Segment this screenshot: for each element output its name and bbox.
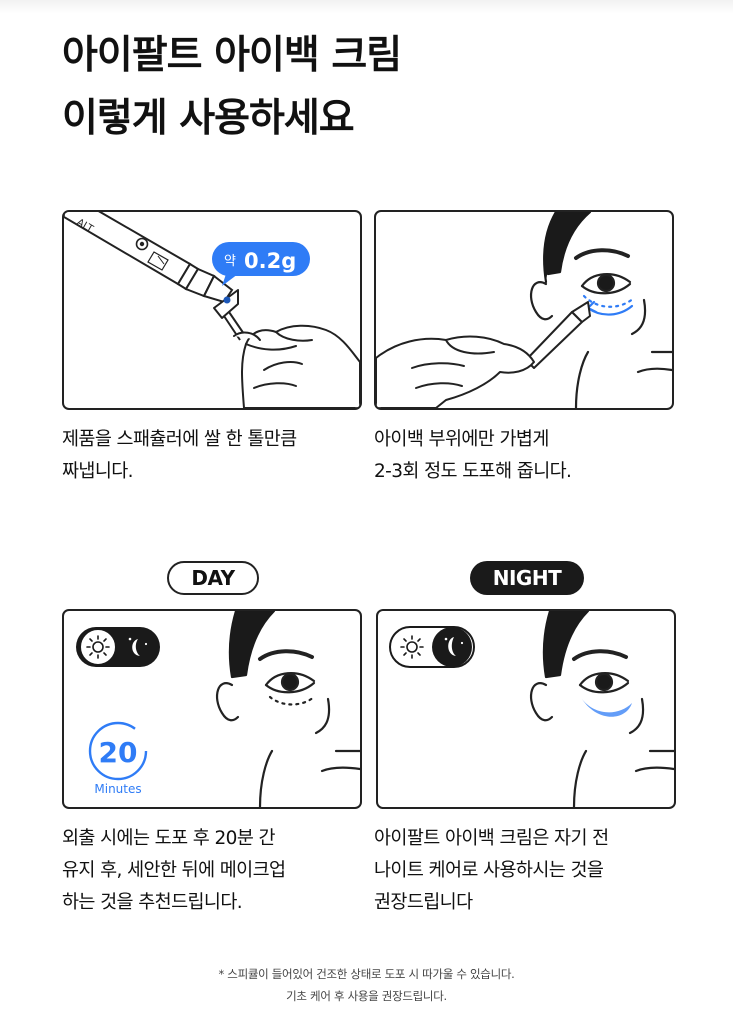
step1-desc-line1: 제품을 스패츌러에 쌀 한 톨만큼 <box>62 429 297 450</box>
sun-icon <box>400 635 424 659</box>
spatula-icon <box>213 289 245 341</box>
step3-desc-line1: 외출 시에는 도포 후 20분 간 <box>62 828 276 849</box>
step2-description: 아이백 부위에만 가볍게 2-3회 정도 도포해 줍니다. <box>374 424 572 488</box>
step1-desc-line2: 짜냅니다. <box>62 461 134 482</box>
footnote-line1: * 스피큘이 들어있어 건조한 상태로 도포 시 따가울 수 있습니다. <box>218 967 515 981</box>
footnote-line2: 기초 케어 후 사용을 권장드립니다. <box>286 989 447 1003</box>
timer-unit: Minutes <box>94 782 141 796</box>
step2-desc-line1: 아이백 부위에만 가볍게 <box>374 429 549 450</box>
step1-description: 제품을 스패츌러에 쌀 한 톨만큼 짜냅니다. <box>62 424 297 488</box>
day-night-toggle-icon <box>76 627 160 667</box>
timer-value: 20 <box>99 736 138 769</box>
amount-bubble-value: 0.2g <box>244 249 296 273</box>
hand-with-spatula-icon <box>376 301 591 408</box>
step3-desc-line3: 하는 것을 추천드립니다. <box>62 892 243 913</box>
night-tag: NIGHT <box>470 561 584 595</box>
step2-desc-line2: 2-3회 정도 도포해 줍니다. <box>374 461 572 482</box>
moon-icon <box>448 637 456 656</box>
amount-bubble: 약 0.2g <box>212 242 310 286</box>
amount-bubble-prefix: 약 <box>224 254 236 269</box>
day-night-toggle-icon <box>389 626 475 668</box>
step2-illustration <box>374 210 674 410</box>
day-tag: DAY <box>167 561 259 595</box>
step4-desc-line3: 권장드립니다 <box>374 892 473 913</box>
timer-20-minutes-icon: 20 Minutes <box>88 721 148 796</box>
step4-desc-line1: 아이팔트 아이백 크림은 자기 전 <box>374 828 609 849</box>
moon-icon <box>132 639 140 656</box>
top-bar <box>0 0 733 14</box>
application-arcs <box>582 294 636 316</box>
step3-illustration: 20 Minutes <box>62 609 362 809</box>
hand-icon <box>233 324 360 408</box>
page-title-line1: 아이팔트 아이백 크림 <box>62 33 402 78</box>
step4-description: 아이팔트 아이백 크림은 자기 전 나이트 케어로 사용하시는 것을 권장드립니… <box>374 823 609 919</box>
page-title-line2: 이렇게 사용하세요 <box>62 96 355 141</box>
cream-applied-area <box>582 699 632 717</box>
step3-description: 외출 시에는 도포 후 20분 간 유지 후, 세안한 뒤에 메이크업 하는 것… <box>62 823 286 919</box>
cream-tube-icon <box>64 212 234 304</box>
step3-desc-line2: 유지 후, 세안한 뒤에 메이크업 <box>62 860 286 881</box>
step4-desc-line2: 나이트 케어로 사용하시는 것을 <box>374 860 604 881</box>
step4-illustration <box>376 609 676 809</box>
step1-illustration: ALT 약 0.2g <box>62 210 362 410</box>
sun-icon <box>86 635 110 659</box>
